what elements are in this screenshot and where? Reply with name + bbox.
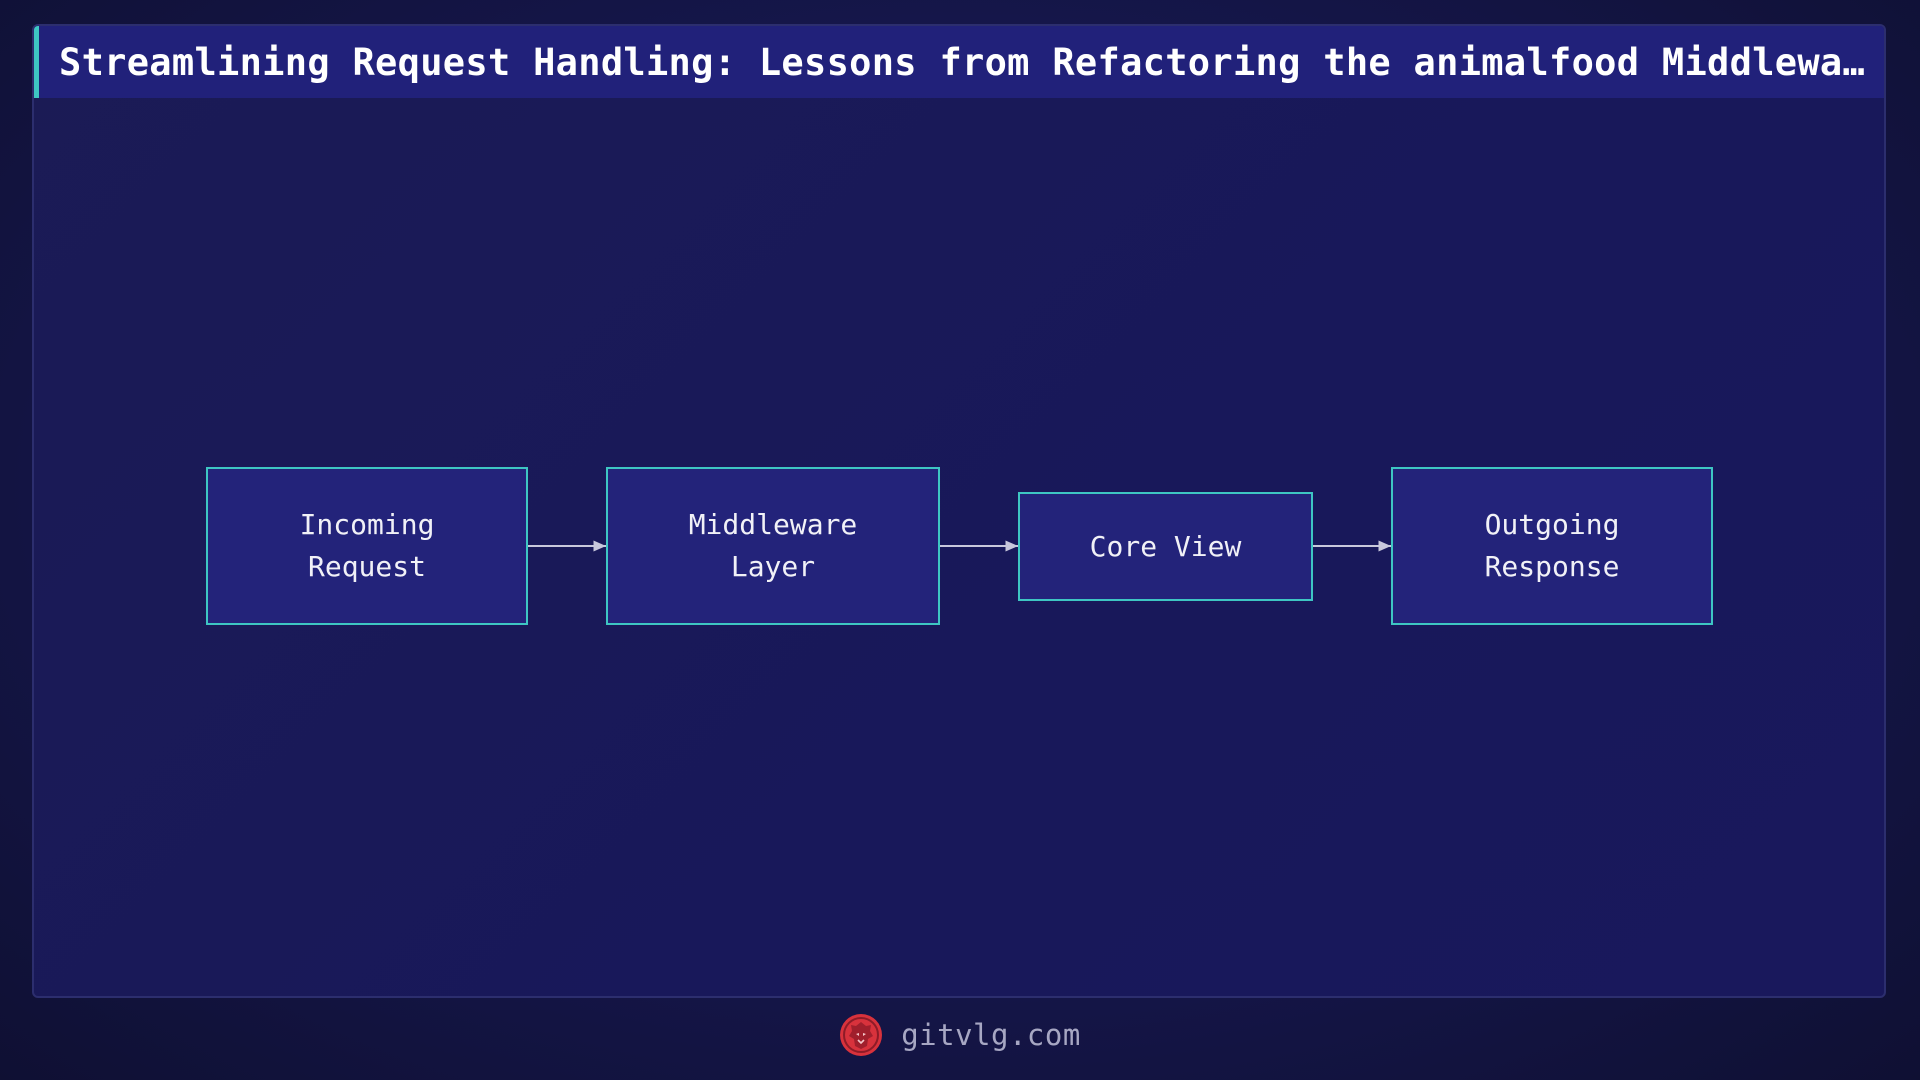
node-incoming-request: Incoming Request [206,467,528,625]
lion-head-icon [840,1014,883,1056]
node-middleware-layer: Middleware Layer [606,467,940,625]
footer-site-link[interactable]: gitvlg.com [901,1018,1081,1052]
node-core-view: Core View [1018,492,1313,601]
title-bar: Streamlining Request Handling: Lessons f… [34,26,1884,98]
node-outgoing-response: Outgoing Response [1391,467,1713,625]
footer: gitvlg.com [0,1010,1920,1060]
